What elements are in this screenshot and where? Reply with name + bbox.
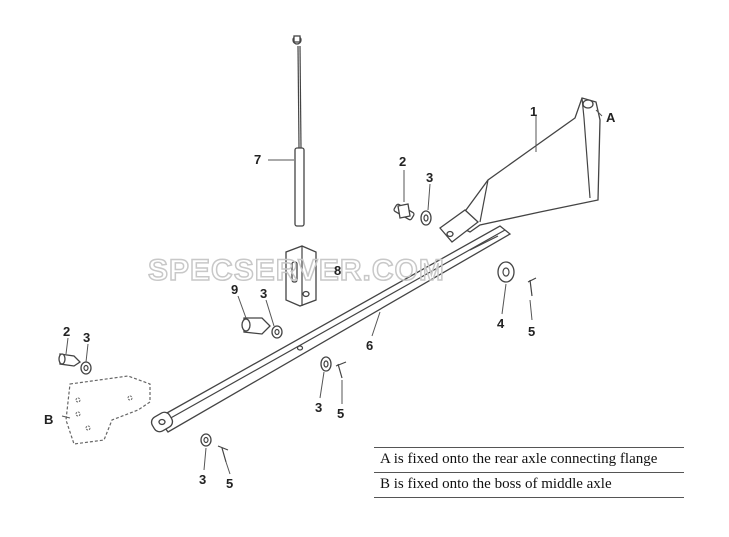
label-part-5-bottom: 5 — [226, 476, 233, 491]
note-a: A is fixed onto the rear axle connecting… — [374, 447, 684, 473]
washer-3-bottom — [200, 433, 212, 447]
washer-3-right — [320, 356, 332, 372]
washer-3-upper — [420, 210, 432, 226]
notes-table: A is fixed onto the rear axle connecting… — [374, 447, 684, 498]
cotter-pin-5-right — [527, 277, 537, 297]
label-part-3-upper: 3 — [426, 170, 433, 185]
label-b: B — [44, 412, 53, 427]
label-part-9: 9 — [231, 282, 238, 297]
label-part-4: 4 — [497, 316, 505, 331]
label-part-2-lower: 2 — [63, 324, 70, 339]
label-part-7: 7 — [254, 152, 261, 167]
watermark: SPECSERVER.COM — [148, 254, 445, 287]
label-part-5-mid: 5 — [337, 406, 344, 421]
label-part-5-right: 5 — [528, 324, 535, 339]
part-8-bracket — [285, 245, 317, 307]
label-part-6: 6 — [366, 338, 373, 353]
cotter-pin-5-mid — [335, 361, 347, 379]
washer-3-mid — [271, 325, 283, 339]
part-7-rod — [292, 35, 305, 227]
part-b-mount — [65, 375, 151, 445]
label-part-3-right: 3 — [315, 400, 322, 415]
leader-lines — [61, 109, 603, 475]
bolt-2-lower — [58, 353, 82, 367]
note-b: B is fixed onto the boss of middle axle — [374, 472, 684, 498]
label-part-2-upper: 2 — [399, 154, 406, 169]
bolt-2-upper — [393, 203, 415, 221]
bolt-9 — [241, 317, 271, 335]
note-row-b: B is fixed onto the boss of middle axle — [374, 472, 684, 498]
label-part-3-left: 3 — [83, 330, 90, 345]
label-part-8: 8 — [334, 263, 341, 278]
label-a: A — [606, 110, 616, 125]
cotter-pin-5-bottom — [217, 445, 229, 463]
washer-3-left — [80, 361, 92, 375]
label-part-3-mid: 3 — [260, 286, 267, 301]
label-part-1: 1 — [530, 104, 537, 119]
label-part-3-bottom: 3 — [199, 472, 206, 487]
part-1-bracket — [439, 97, 601, 243]
note-row-a: A is fixed onto the rear axle connecting… — [374, 447, 684, 473]
part-6-link-bar — [150, 225, 512, 433]
washer-4 — [497, 261, 515, 283]
